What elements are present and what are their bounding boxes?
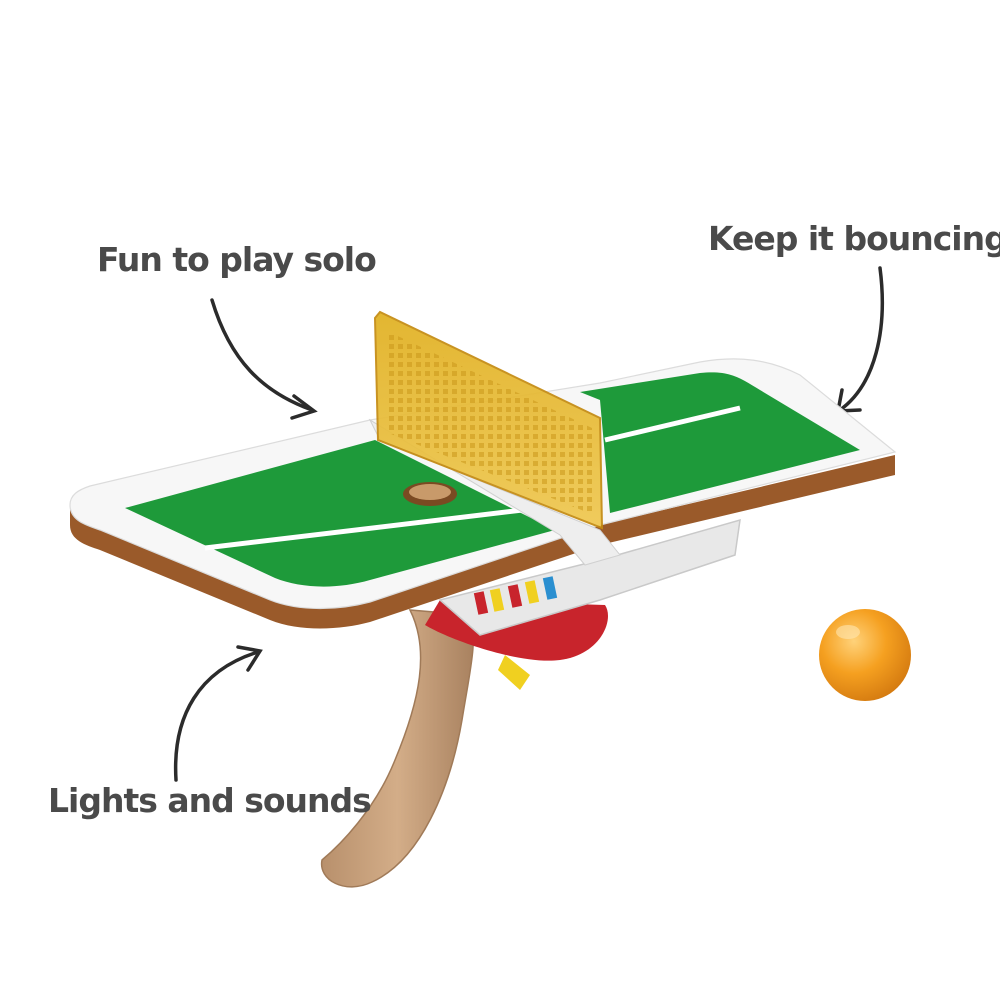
ping-pong-ball — [819, 609, 911, 701]
callout-keep-bouncing: Keep it bouncing — [708, 219, 1000, 258]
table-court-right — [580, 372, 860, 513]
arrow-solo-icon — [210, 298, 318, 420]
table-court-left — [125, 440, 555, 587]
arrow-lights-icon — [173, 645, 263, 782]
callout-lights-sounds: Lights and sounds — [48, 781, 372, 820]
arrow-bounce-icon — [835, 266, 884, 413]
paddle — [320, 600, 608, 888]
callout-play-solo: Fun to play solo — [97, 240, 377, 279]
table-net — [373, 310, 604, 530]
